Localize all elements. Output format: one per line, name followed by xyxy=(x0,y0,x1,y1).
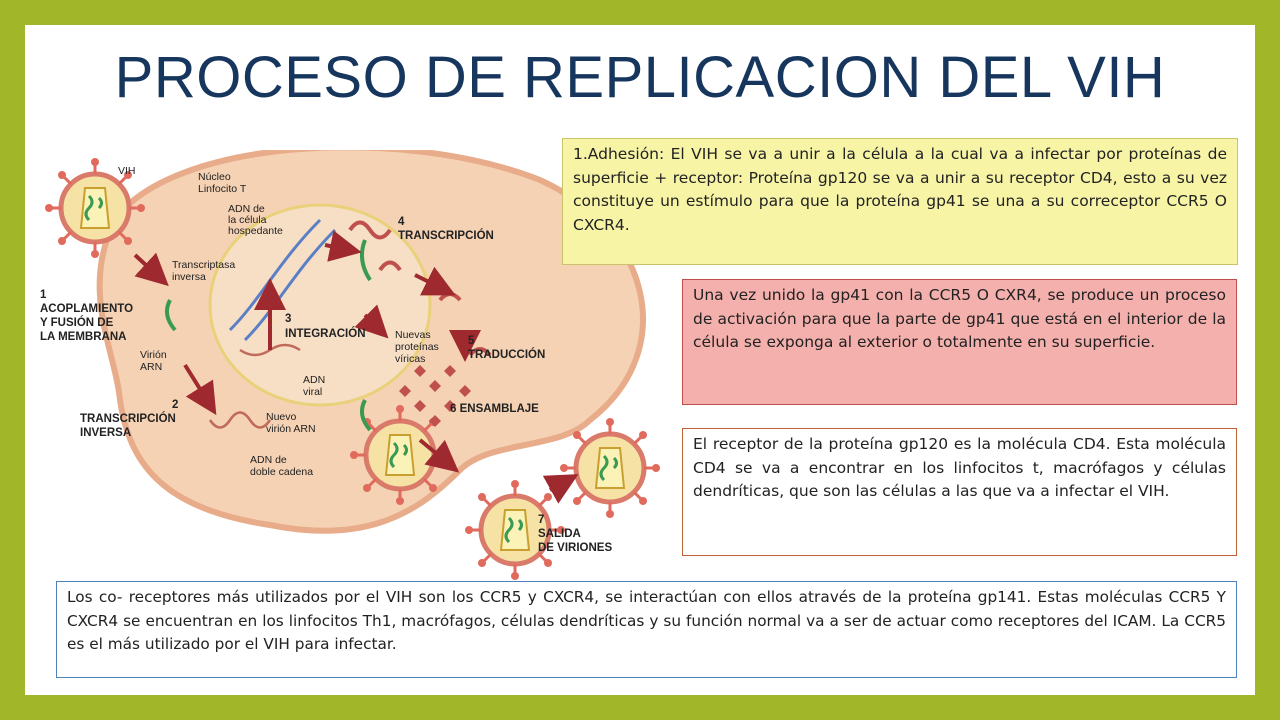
slide-title: PROCESO DE REPLICACION DEL VIH xyxy=(114,45,1166,110)
label-transcriptasa-1: Transcriptasa xyxy=(172,259,235,271)
label-adn-host-2: la célula xyxy=(228,214,267,226)
step-6-line-1: 6 ENSAMBLAJE xyxy=(450,403,539,415)
label-nuevo-virion-1: Nuevo xyxy=(266,411,297,423)
activation-text: Una vez unido la gp41 con la CCR5 O CXR4… xyxy=(693,286,1226,351)
label-virion-2: ARN xyxy=(140,361,162,373)
label-adn-host-3: hospedante xyxy=(228,225,283,237)
label-nuevas-3: víricas xyxy=(395,353,425,365)
text-box-coreceptors: Los co- receptores más utilizados por el… xyxy=(56,581,1237,678)
step-7-number: 7 xyxy=(538,514,544,526)
step-5-number: 5 xyxy=(468,335,475,347)
step-1-line-2: Y FUSIÓN DE xyxy=(40,316,114,329)
label-nuevo-virion-2: virión ARN xyxy=(266,423,316,435)
label-transcriptasa-2: inversa xyxy=(172,271,206,283)
step-7-line-2: DE VIRIONES xyxy=(538,542,612,554)
step-4-number: 4 xyxy=(398,216,405,228)
label-adn-doble-2: doble cadena xyxy=(250,466,313,478)
step-5-line-1: TRADUCCIÓN xyxy=(468,348,545,361)
label-nuevas-1: Nuevas xyxy=(395,329,431,341)
label-linfocito: Linfocito T xyxy=(198,183,247,195)
step-1-line-1: ACOPLAMIENTO xyxy=(40,303,133,315)
text-box-adhesion: 1.Adhesión: El VIH se va a unir a la cél… xyxy=(562,138,1238,265)
receptor-text: El receptor de la proteína gp120 es la m… xyxy=(693,435,1226,500)
hiv-replication-diagram: VIH Núcleo Linfocito T ADN de la célula … xyxy=(40,150,680,580)
text-box-receptor: El receptor de la proteína gp120 es la m… xyxy=(682,428,1237,556)
step-2-line-1: TRANSCRIPCIÓN xyxy=(80,412,176,425)
step-2-line-2: INVERSA xyxy=(80,427,131,439)
label-adn-doble-1: ADN de xyxy=(250,454,287,466)
step-7-line-1: SALIDA xyxy=(538,528,581,540)
step-4-line-1: TRANSCRIPCIÓN xyxy=(398,229,494,242)
label-adn-viral-2: viral xyxy=(303,386,322,398)
text-box-activation: Una vez unido la gp41 con la CCR5 O CXR4… xyxy=(682,279,1237,405)
virion-exit xyxy=(560,418,660,518)
label-adn-host-1: ADN de xyxy=(228,203,265,215)
step-2-number: 2 xyxy=(172,399,178,411)
step-3-number: 3 xyxy=(285,313,291,325)
adhesion-text: 1.Adhesión: El VIH se va a unir a la cél… xyxy=(573,145,1227,234)
label-nucleo: Núcleo xyxy=(198,171,231,183)
label-virion-1: Virión xyxy=(140,349,167,361)
step-1-line-3: LA MEMBRANA xyxy=(40,331,126,343)
label-adn-viral-1: ADN xyxy=(303,374,325,386)
step-3-line-1: INTEGRACIÓN xyxy=(285,327,366,340)
label-vih: VIH xyxy=(118,165,136,177)
nucleus xyxy=(208,203,432,407)
label-nuevas-2: proteínas xyxy=(395,341,439,353)
coreceptors-text: Los co- receptores más utilizados por el… xyxy=(67,588,1226,653)
step-1-number: 1 xyxy=(40,289,47,301)
